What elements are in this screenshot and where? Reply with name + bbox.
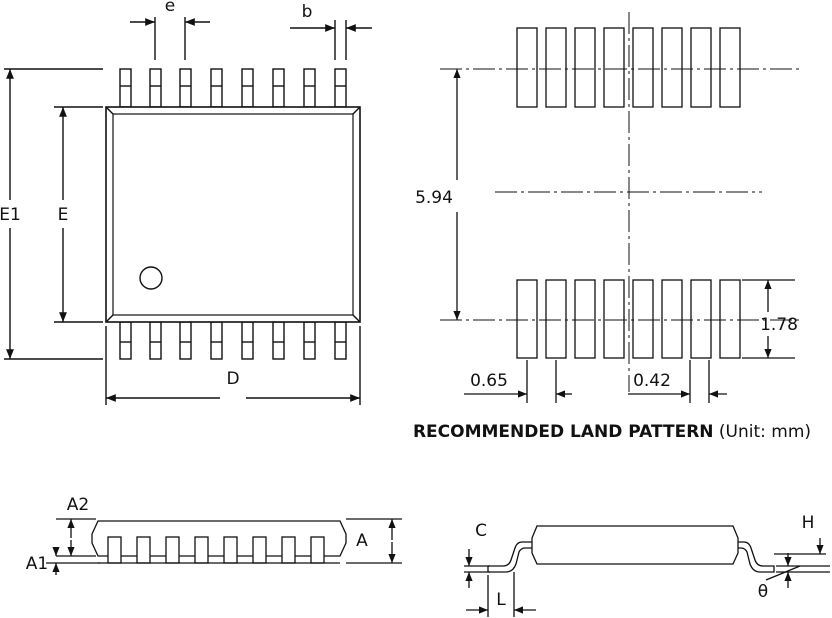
right-gull-wing-lead bbox=[738, 541, 775, 573]
land-pad bbox=[545, 27, 567, 108]
package-pin bbox=[210, 321, 223, 360]
side-lead bbox=[107, 536, 122, 564]
land-pad bbox=[719, 27, 741, 108]
side-lead bbox=[252, 536, 267, 564]
label-a2: A2 bbox=[67, 495, 89, 515]
label-a1: A1 bbox=[26, 554, 48, 574]
package-pin bbox=[149, 321, 162, 360]
side-lead bbox=[281, 536, 296, 564]
side-lead bbox=[194, 536, 209, 564]
package-pin bbox=[210, 68, 223, 108]
package-pin bbox=[241, 321, 254, 360]
label-theta: θ bbox=[758, 582, 768, 602]
package-pin bbox=[272, 68, 285, 108]
land-pad bbox=[574, 27, 596, 108]
bevel-line bbox=[105, 106, 114, 115]
pin1-marker bbox=[139, 266, 163, 290]
label-c: C bbox=[475, 521, 487, 541]
land-pad bbox=[661, 27, 683, 108]
land-pad bbox=[516, 27, 538, 108]
pads-top-row bbox=[516, 27, 741, 108]
land-pad bbox=[632, 279, 654, 359]
pads-bottom-row bbox=[516, 279, 741, 359]
package-body-outer bbox=[105, 106, 361, 323]
left-gull-wing-lead bbox=[487, 541, 532, 573]
land-pad bbox=[690, 27, 712, 108]
top-view bbox=[4, 17, 372, 405]
package-pin bbox=[119, 321, 132, 360]
land-pad bbox=[516, 279, 538, 359]
angle-line bbox=[765, 565, 801, 581]
package-pin bbox=[179, 68, 192, 108]
land-pad bbox=[690, 279, 712, 359]
package-pin bbox=[119, 68, 132, 108]
label-h: H bbox=[802, 513, 815, 533]
package-pin bbox=[334, 321, 347, 360]
bevel-line bbox=[352, 314, 361, 323]
package-pin bbox=[241, 68, 254, 108]
land-pattern-title-bold: RECOMMENDED LAND PATTERN bbox=[413, 422, 714, 442]
land-pattern-title: RECOMMENDED LAND PATTERN (Unit: mm) bbox=[413, 422, 811, 442]
side-lead bbox=[310, 536, 325, 564]
side-body bbox=[91, 520, 347, 557]
lead-detail bbox=[464, 525, 830, 617]
bevel-line bbox=[105, 314, 114, 323]
package-pin bbox=[303, 321, 316, 360]
bevel-line bbox=[352, 106, 361, 115]
label-5-94: 5.94 bbox=[415, 188, 453, 208]
bottom-pins bbox=[119, 321, 347, 360]
package-pin bbox=[179, 321, 192, 360]
land-pad bbox=[603, 27, 625, 108]
label-e-body: E bbox=[58, 205, 69, 225]
package-body-inner bbox=[112, 113, 354, 316]
label-1-78: 1.78 bbox=[760, 315, 798, 335]
label-l: L bbox=[496, 590, 506, 610]
package-pin bbox=[272, 321, 285, 360]
land-pad bbox=[661, 279, 683, 359]
land-pad bbox=[632, 27, 654, 108]
top-pins bbox=[119, 68, 347, 108]
package-pin bbox=[303, 68, 316, 108]
package-pin bbox=[334, 68, 347, 108]
side-leads bbox=[98, 536, 340, 564]
label-b: b bbox=[302, 2, 313, 22]
land-pad bbox=[719, 279, 741, 359]
label-e: e bbox=[165, 0, 175, 16]
land-pattern-unit: (Unit: mm) bbox=[714, 422, 812, 442]
land-pattern bbox=[440, 12, 800, 403]
label-e1: E1 bbox=[0, 205, 21, 225]
package-pin bbox=[149, 68, 162, 108]
side-lead bbox=[223, 536, 238, 564]
side-lead bbox=[136, 536, 151, 564]
side-view bbox=[46, 518, 402, 575]
side-lead bbox=[165, 536, 180, 564]
label-a: A bbox=[356, 531, 368, 551]
land-pad bbox=[603, 279, 625, 359]
lead-detail-body bbox=[531, 525, 739, 565]
label-0-65: 0.65 bbox=[470, 371, 508, 391]
land-pad bbox=[574, 279, 596, 359]
land-pad bbox=[545, 279, 567, 359]
label-0-42: 0.42 bbox=[633, 371, 671, 391]
label-d: D bbox=[226, 369, 239, 389]
